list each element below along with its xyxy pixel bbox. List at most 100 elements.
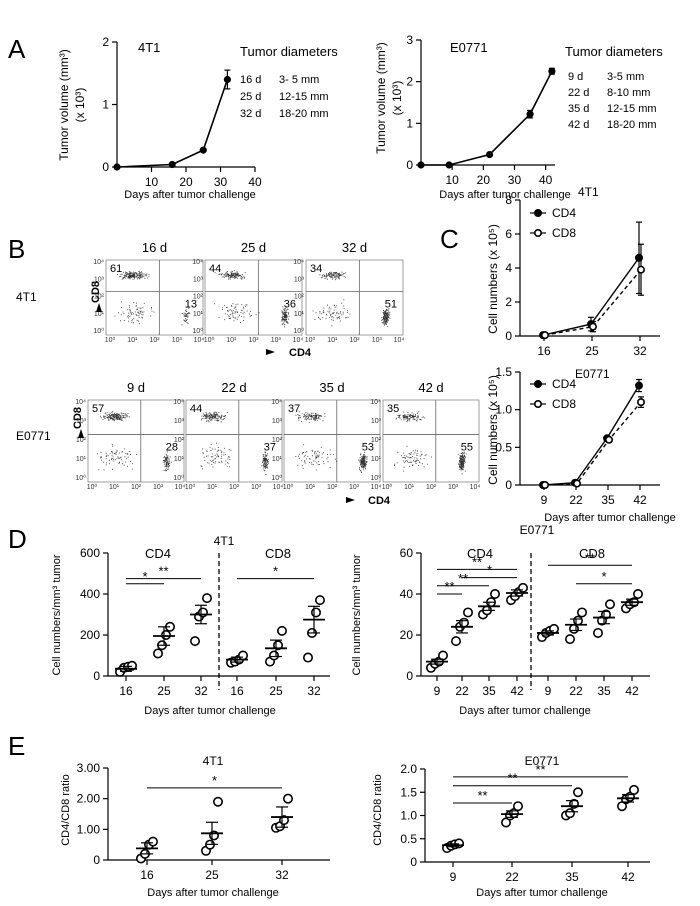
e-4t1-xtick-label-2: 32 (275, 868, 289, 882)
e-e0771-xtick-label-3: 42 (621, 870, 635, 884)
a-4t1-point-1 (168, 160, 176, 169)
b-e0771-plot-0-xtick-4: 10⁴ (175, 484, 186, 491)
c-4t1-xtick-label-2: 32 (633, 344, 647, 358)
diam-e0771-size-1: 3-5 mm (607, 71, 644, 83)
d-e0771-ytick-label-0: 0 (406, 669, 413, 683)
c-e0771-xtick-label-1: 22 (569, 493, 583, 507)
d-4t1-cd4-xtick-label-2: 32 (194, 684, 208, 698)
b-e0771-plot-1-cd4-pct: 37 (264, 441, 276, 453)
b-e0771-plot-3-xtick-2: 10² (426, 484, 437, 491)
c-4t1-ytick-label-4: 8 (505, 193, 512, 207)
b-4t1-plot-1-xtick-4: 10⁴ (293, 337, 304, 344)
b-e0771-plot-0-day: 9 d (127, 380, 145, 395)
d-e0771-cd4-xtick-label-0: 9 (434, 684, 441, 698)
panel-b-row2-xaxis: CD4 (368, 495, 391, 507)
b-4t1-plot-1-frame (204, 259, 303, 336)
panel-e-4t1-ylabel: CD4/CD8 ratio (60, 774, 72, 846)
b-4t1-plot-1-ytick-2: 10² (193, 294, 204, 301)
b-e0771-plot-2-cd4-pct: 53 (362, 441, 374, 453)
d-4t1-ytick-label-3: 600 (80, 546, 100, 560)
e-4t1-ytick-label-0: 0 (93, 853, 100, 867)
panel-d-4t1-group2: CD8 (265, 546, 291, 561)
panel-d-e0771-xlabel: Days after tumor challenge (459, 705, 590, 717)
a-e0771-ytick-label-2: 2 (406, 75, 413, 89)
diam-4t1-size-2: 12-15 mm (279, 91, 329, 103)
panel-b-row2-label: E0771 (16, 429, 51, 443)
c-e0771-ytick-label-2: 1.0 (495, 403, 512, 417)
b-4t1-xaxis-arrow (266, 349, 275, 355)
e-4t1-ytick-label-1: 1.00 (77, 822, 101, 836)
b-4t1-plot-2-ytick-1: 10¹ (294, 311, 305, 318)
d-e0771-cd4-dot-2-3 (489, 588, 500, 599)
e-e0771-ytick-label-1: 0.5 (400, 832, 417, 846)
a-4t1-ytick-label-1: 1 (102, 98, 109, 112)
d-e0771-cd4-dot-0-3 (437, 650, 448, 661)
panel-a-e0771-ylabel: Tumor volume (mm³) (374, 42, 388, 154)
c-4t1-ytick-label-3: 6 (505, 227, 512, 241)
d-e0771-sig-3-text: ** (472, 554, 482, 569)
e-e0771-sig-1-text: ** (507, 771, 517, 786)
b-4t1-plot-1-xtick-1: 10¹ (226, 337, 237, 344)
d-e0771-sig-2-text: * (487, 563, 492, 578)
a-e0771-point-1 (445, 161, 453, 169)
c-e0771-cd8-point-0 (540, 480, 549, 489)
b-e0771-plot-3-xtick-3: 10³ (448, 484, 459, 491)
c-4t1-legend-marker-0 (533, 209, 542, 218)
b-4t1-plot-2-ytick-0: 10⁰ (293, 327, 304, 335)
panel-b-row1-xaxis: CD4 (289, 347, 312, 359)
e-e0771-xtick-label-0: 9 (450, 870, 457, 884)
e-4t1-dot-0-3 (148, 836, 159, 847)
b-4t1-plot-0-xtick-4: 10⁴ (194, 337, 205, 344)
b-e0771-plot-2-ytick-0: 10⁰ (271, 474, 282, 482)
b-e0771-plot-1-ytick-2: 10² (174, 437, 185, 444)
c-4t1-xtick-label-0: 16 (537, 344, 551, 358)
diam-e0771-size-4: 18-20 mm (607, 119, 657, 131)
b-4t1-plot-2-cd8-pct: 34 (310, 263, 322, 275)
b-e0771-plot-3-cd4-pct: 55 (461, 441, 473, 453)
c-e0771-xtick-label-0: 9 (541, 493, 548, 507)
c-e0771-xtick-label-2: 35 (601, 493, 615, 507)
b-e0771-plot-0-xtick-1: 10¹ (109, 484, 120, 491)
b-4t1-plot-2-xtick-4: 10⁴ (394, 337, 405, 344)
b-e0771-plot-2-xtick-1: 10¹ (305, 484, 316, 491)
b-4t1-plot-1-ytick-4: 10⁴ (192, 259, 203, 266)
a-e0771-ytick-label-3: 3 (406, 33, 413, 47)
c-4t1-legend-marker-1 (533, 229, 542, 238)
b-e0771-plot-0-ytick-3: 10³ (76, 418, 87, 425)
panel-a-4t1-xlabel: Days after tumor challenge (124, 189, 255, 201)
panel-a-4t1-ylabel: Tumor volume (mm³) (57, 49, 71, 161)
d-e0771-cd4-dot-1-2 (458, 617, 469, 628)
b-e0771-plot-2-ytick-4: 10⁴ (271, 399, 282, 406)
b-e0771-plot-0-xtick-0: 10⁰ (87, 483, 98, 491)
a-e0771-ytick-label-1: 1 (406, 116, 413, 130)
b-4t1-plot-1-xtick-0: 10⁰ (204, 336, 215, 344)
b-e0771-plot-2-xtick-0: 10⁰ (283, 483, 294, 491)
b-e0771-plot-3-xtick-0: 10⁰ (382, 483, 393, 491)
d-e0771-cd8-xtick-label-0: 9 (545, 684, 552, 698)
c-e0771-cd4-point-3 (634, 381, 643, 390)
panel-a-e0771-chart: E0771 Tumor diameters 9 d 3-5 mm 22 d 8-… (374, 40, 663, 201)
a-4t1-xtick-label-3: 40 (248, 175, 262, 189)
b-e0771-plot-1-cd8-pct: 44 (190, 403, 202, 415)
b-e0771-plot-3-ytick-0: 10⁰ (370, 474, 381, 482)
panel-c-e0771-title: E0771 (575, 367, 610, 381)
d-4t1-cd8-xtick-label-0: 16 (230, 684, 244, 698)
b-4t1-plot-1-ytick-1: 10¹ (193, 311, 204, 318)
e-e0771-ytick-label-4: 2.0 (400, 762, 417, 776)
b-e0771-plot-2-xtick-2: 10² (327, 484, 338, 491)
d-e0771-cd4-dot-1-0 (450, 636, 461, 647)
d-e0771-ytick-label-1: 20 (400, 628, 414, 642)
d-4t1-cd8-xtick-label-1: 25 (269, 684, 283, 698)
d-4t1-cd8-xtick-label-2: 32 (307, 684, 321, 698)
panel-d-4t1-title: 4T1 (214, 534, 235, 548)
c-4t1-xtick-label-1: 25 (585, 344, 599, 358)
c-4t1-cd8-point-0 (540, 331, 549, 340)
panel-e-e0771-title: E0771 (525, 754, 560, 768)
d-4t1-ytick-label-2: 400 (80, 587, 100, 601)
d-4t1-cd4-dot-1-0 (153, 648, 164, 659)
c-e0771-cd8-line (544, 401, 642, 486)
c-4t1-ytick-label-2: 4 (505, 261, 512, 275)
panel-d-e0771-title: E0771 (520, 523, 555, 537)
e-4t1-xtick-label-0: 16 (140, 868, 154, 882)
d-4t1-cd8-dot-2-0 (302, 652, 313, 663)
